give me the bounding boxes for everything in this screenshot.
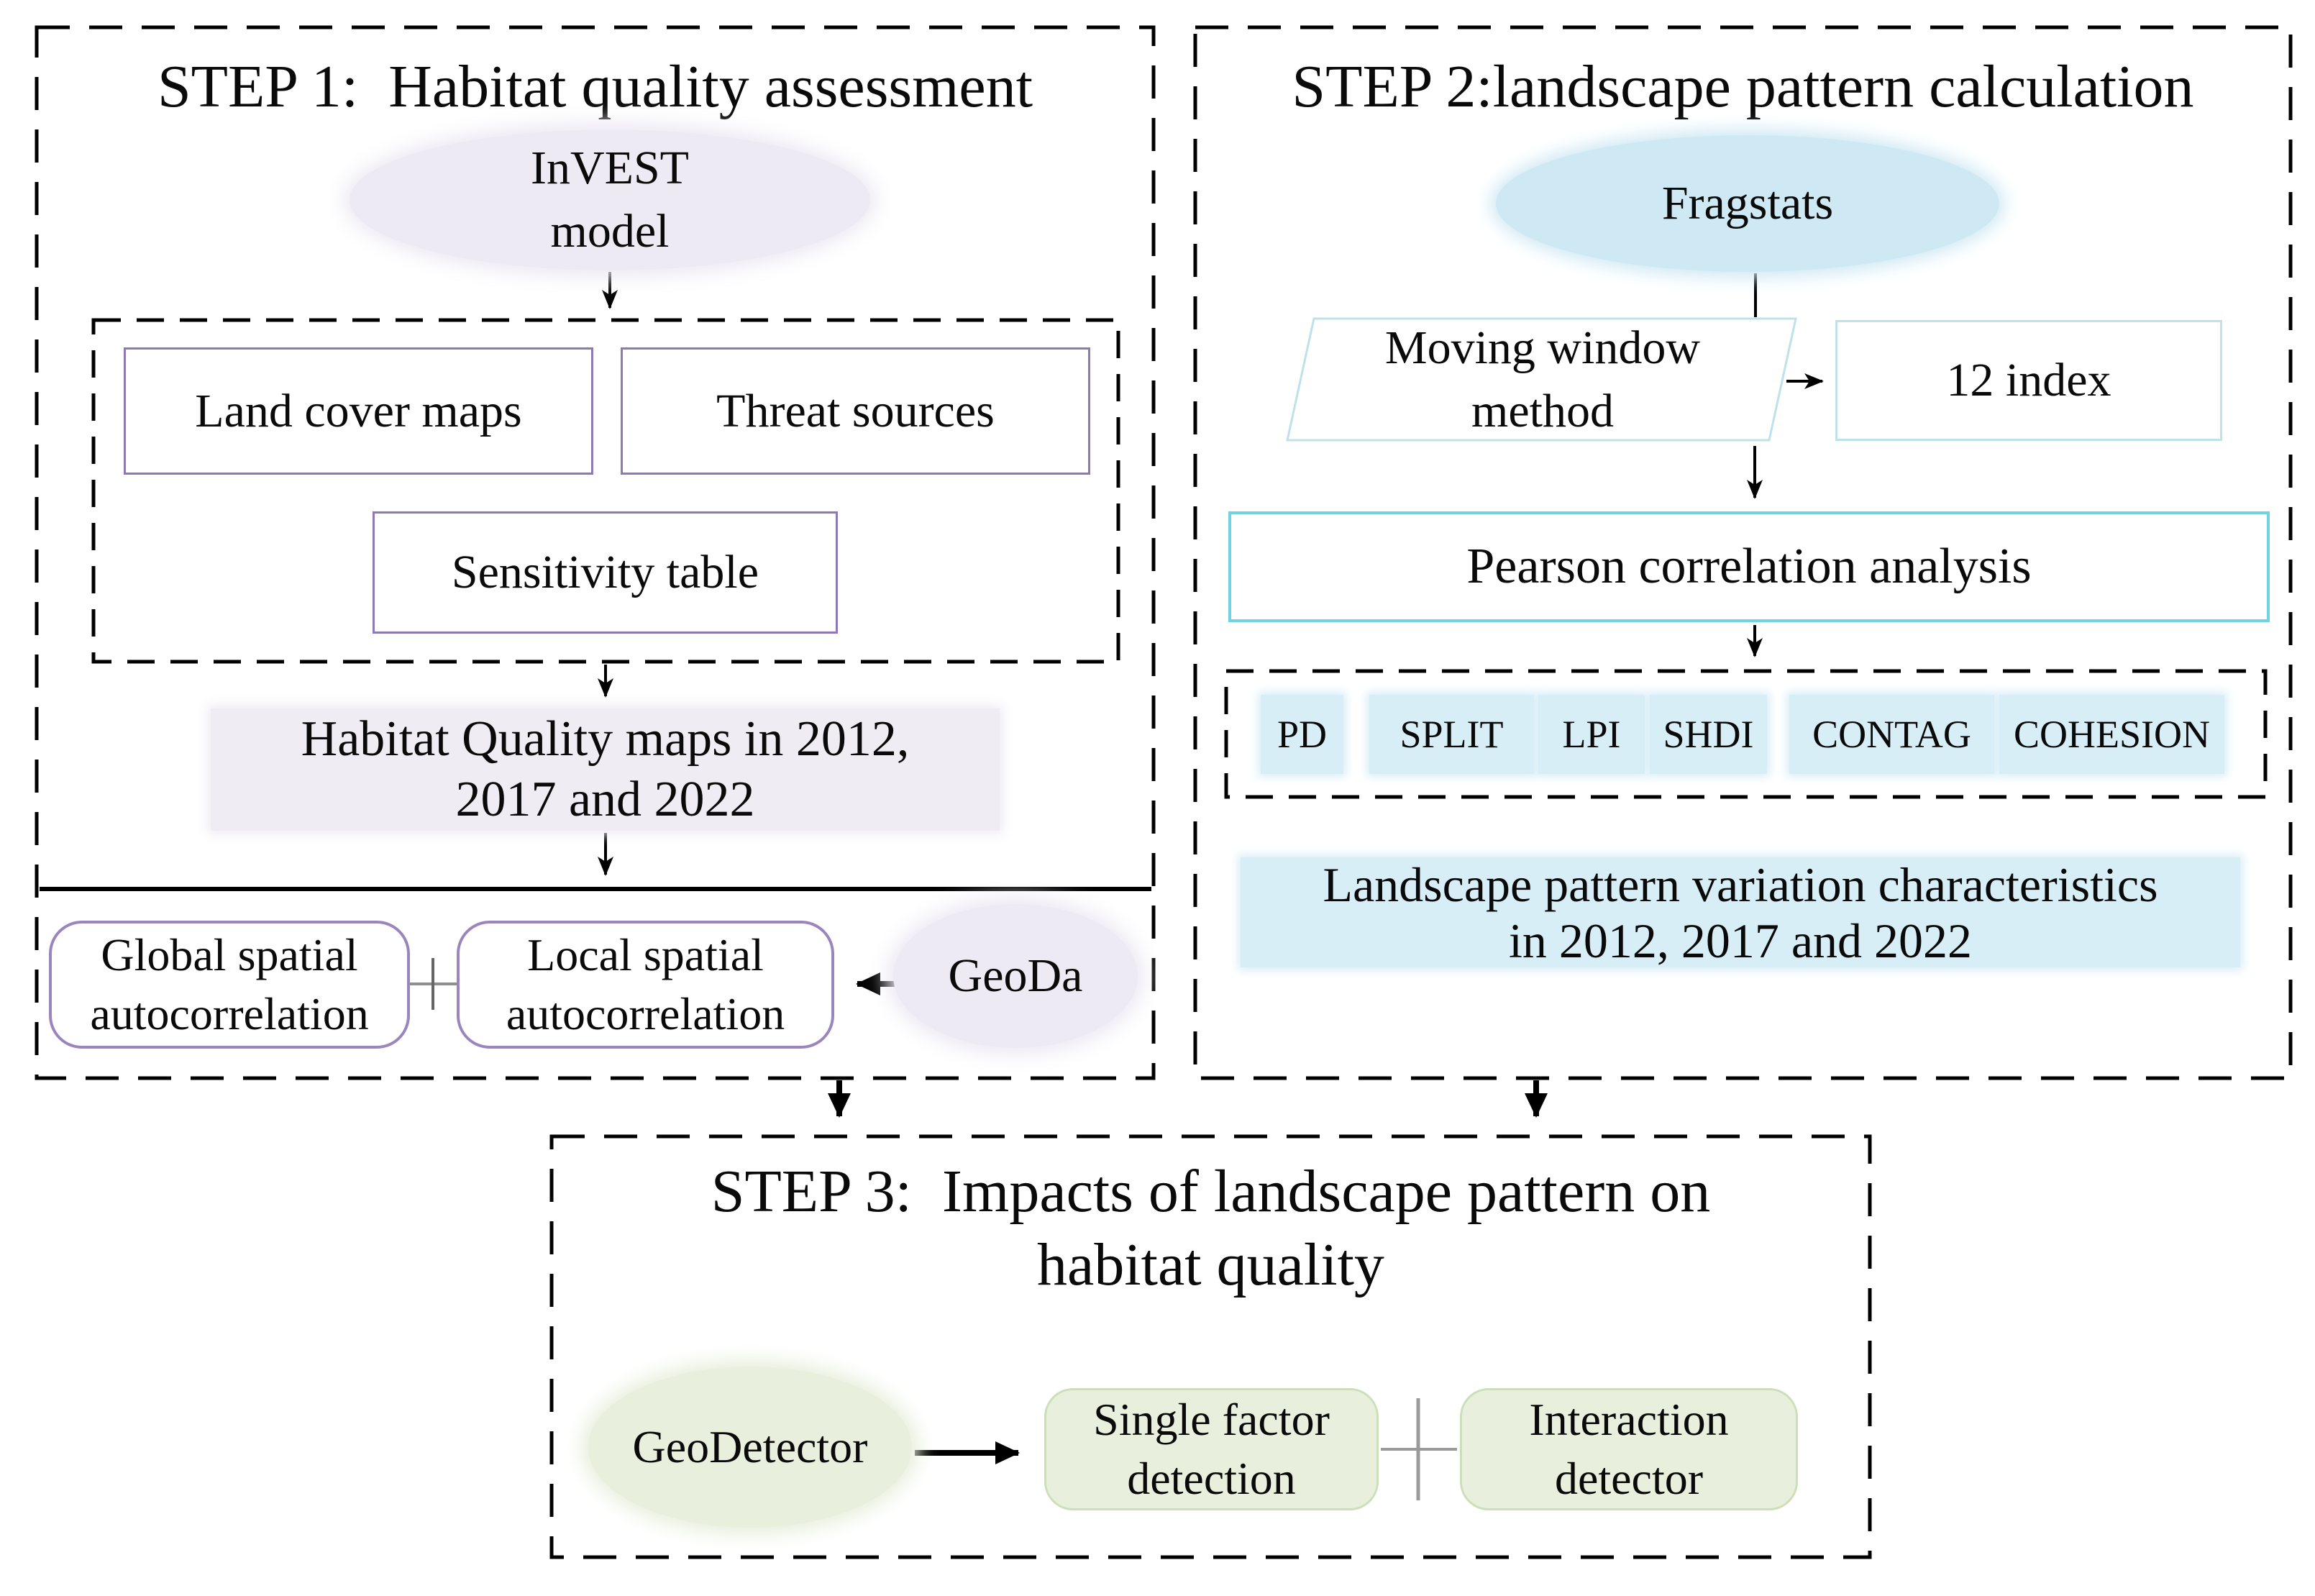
12-index-box: 12 index — [1835, 320, 2222, 441]
index-cell-pd: PD — [1261, 695, 1343, 774]
step1-container-box — [35, 25, 1156, 1080]
index-cell-shdi: SHDI — [1650, 695, 1767, 774]
index-cell-contag: CONTAG — [1789, 695, 1994, 774]
threat-sources-box: Threat sources — [621, 347, 1090, 475]
plus-icon — [1381, 1398, 1457, 1500]
step1-inputs-dashed-box — [91, 318, 1120, 664]
interaction-detector-box: Interaction detector — [1460, 1388, 1798, 1510]
step1-title: STEP 1: Habitat quality assessment — [157, 53, 1033, 120]
plus-icon — [407, 958, 459, 1010]
index-cell-cohesion: COHESION — [1999, 695, 2224, 774]
step2-indices-dashed-box — [1224, 669, 2268, 799]
invest-model-ellipse: InVEST model — [350, 129, 870, 270]
pearson-correlation-box: Pearson correlation analysis — [1228, 511, 2270, 622]
index-cell-split: SPLIT — [1369, 695, 1534, 774]
index-cell-lpi: LPI — [1538, 695, 1645, 774]
single-factor-detection-box: Single factor detection — [1044, 1388, 1379, 1510]
global-autocorrelation-box: Global spatial autocorrelation — [49, 921, 410, 1049]
step2-container-box — [1193, 25, 2293, 1080]
local-autocorrelation-box: Local spatial autocorrelation — [457, 921, 834, 1049]
step2-title: STEP 2:landscape pattern calculation — [1292, 53, 2194, 120]
moving-window-parallelogram — [1286, 317, 1797, 442]
habitat-quality-maps-box: Habitat Quality maps in 2012, 2017 and 2… — [211, 708, 1000, 831]
step3-title: STEP 3: Impacts of landscape pattern on … — [711, 1158, 1711, 1298]
landscape-variation-box: Landscape pattern variation characterist… — [1241, 857, 2240, 968]
geoda-ellipse: GeoDa — [893, 904, 1138, 1048]
sensitivity-table-box: Sensitivity table — [373, 511, 838, 634]
geodetector-ellipse: GeoDetector — [588, 1367, 912, 1528]
moving-window-label: Moving window method — [1384, 321, 1701, 437]
fragstats-ellipse: Fragstats — [1496, 135, 1999, 272]
step3-container-box — [549, 1134, 1872, 1559]
land-cover-maps-box: Land cover maps — [124, 347, 593, 475]
